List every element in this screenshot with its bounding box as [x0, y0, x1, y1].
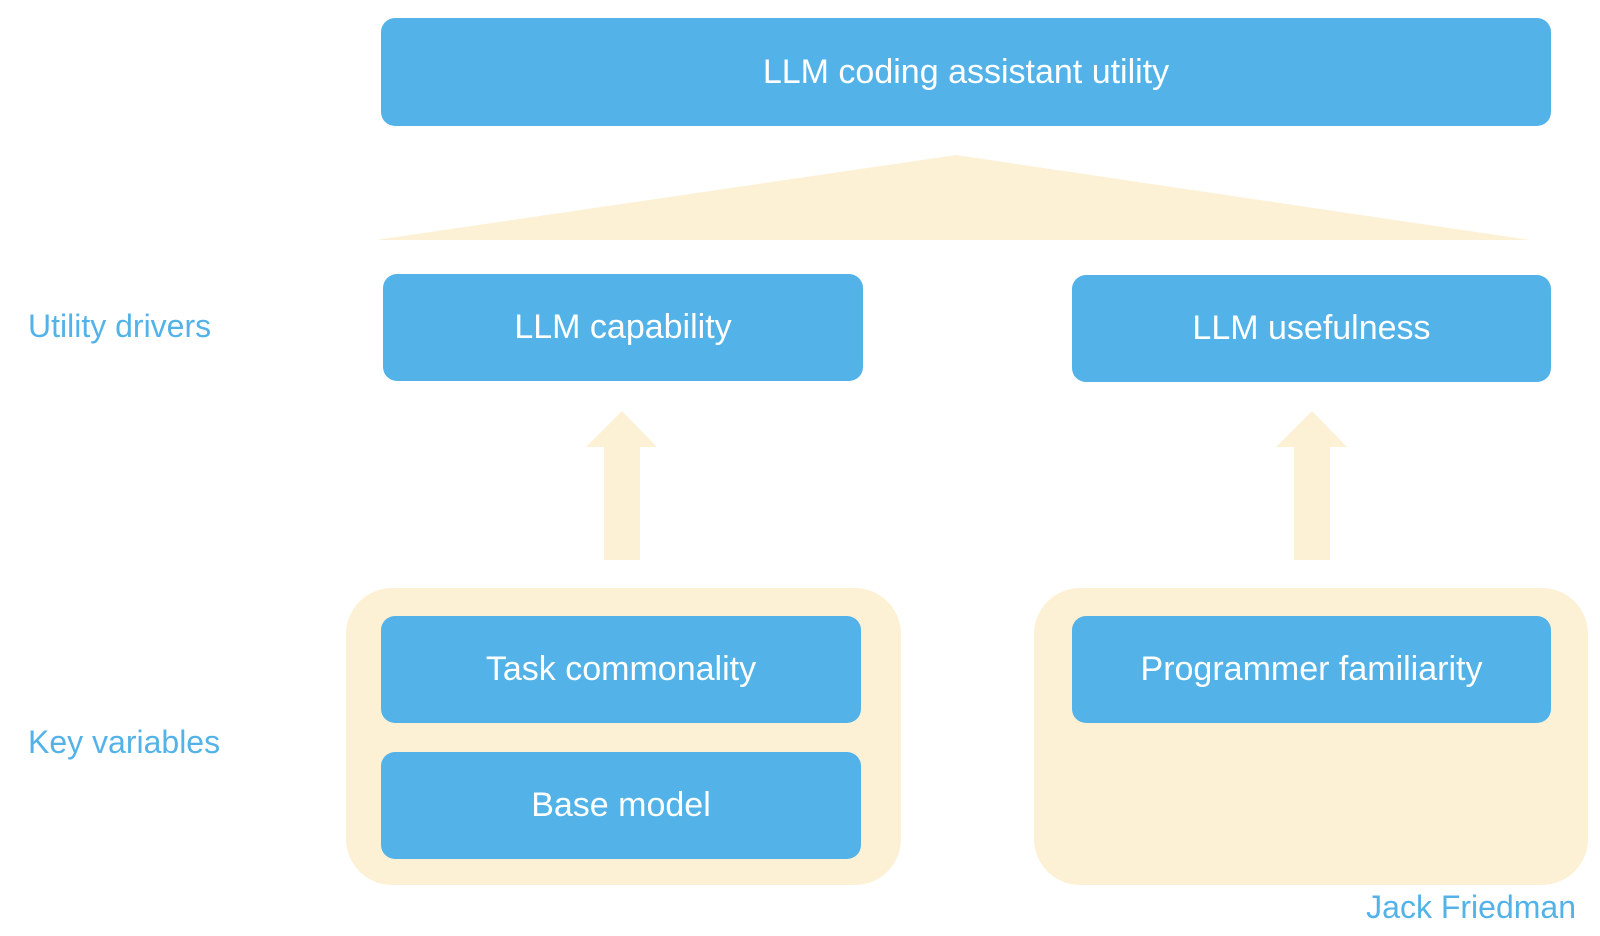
llm-usefulness-box: LLM usefulness [1072, 275, 1551, 382]
llm-capability-label: LLM capability [514, 308, 732, 346]
task-commonality-label: Task commonality [485, 650, 757, 688]
arrow-up-usefulness [1276, 411, 1347, 560]
arrow-up-capability [586, 411, 657, 560]
base-model-box: Base model [381, 752, 861, 859]
task-commonality-box: Task commonality [381, 616, 861, 723]
utility-box: LLM coding assistant utility [381, 18, 1551, 126]
utility-drivers-label: Utility drivers [28, 308, 212, 344]
llm-usefulness-label: LLM usefulness [1192, 309, 1431, 347]
llm-capability-box: LLM capability [383, 274, 863, 381]
base-model-label: Base model [531, 786, 711, 824]
programmer-familiarity-box: Programmer familiarity [1072, 616, 1551, 723]
key-variables-label: Key variables [28, 724, 221, 760]
programmer-familiarity-label: Programmer familiarity [1140, 650, 1483, 688]
author-credit: Jack Friedman [1366, 889, 1576, 925]
utility-label: LLM coding assistant utility [762, 52, 1170, 91]
aggregation-triangle [376, 155, 1530, 240]
